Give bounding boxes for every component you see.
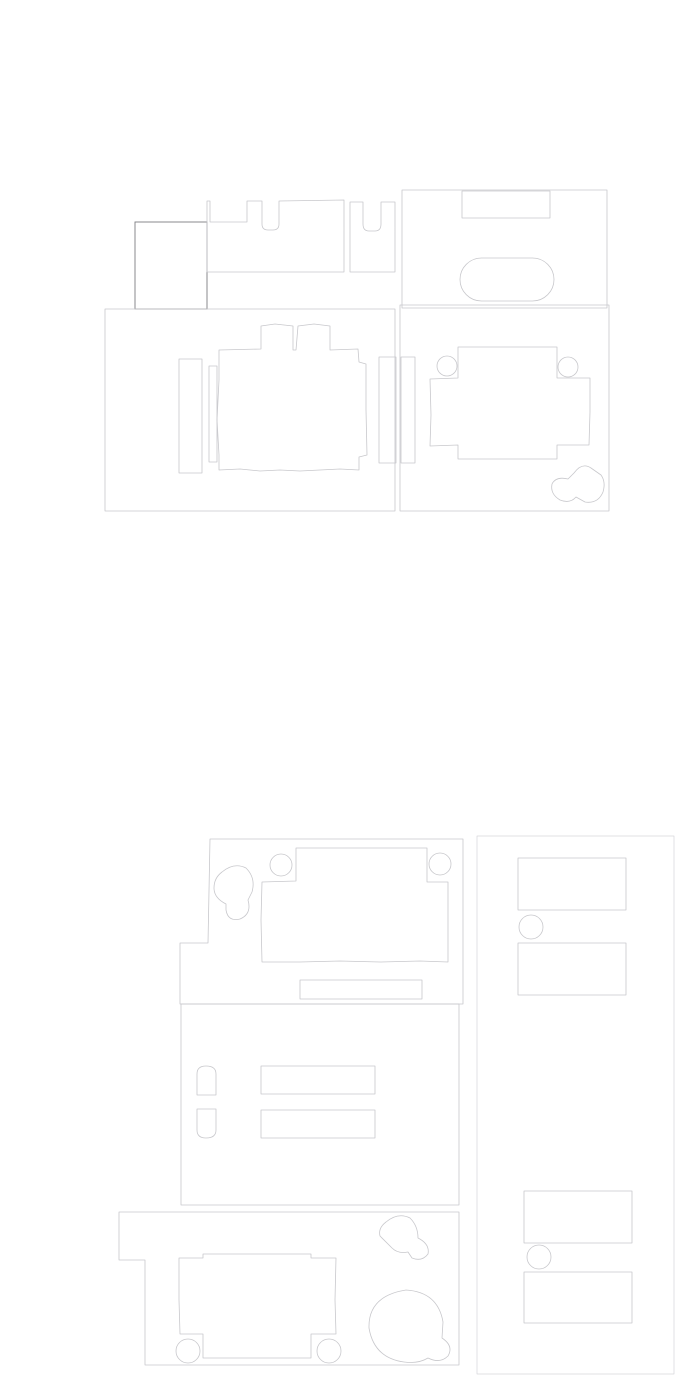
u-slot-panel bbox=[349, 201, 396, 273]
lower-top-hole-right bbox=[428, 852, 452, 876]
lower-bottom-blob-cutout bbox=[379, 1215, 429, 1260]
top-right-oval-slot bbox=[459, 257, 555, 302]
tall-right-hole-a bbox=[518, 914, 544, 940]
lower-bottom-board-cutout bbox=[178, 1253, 337, 1359]
tall-right-hole-b bbox=[526, 1244, 552, 1270]
lower-top-board bbox=[179, 838, 464, 1005]
lower-layout-group bbox=[118, 835, 675, 1375]
tall-right-window-d bbox=[523, 1271, 633, 1324]
lower-middle-window-b bbox=[260, 1109, 376, 1139]
right-board bbox=[399, 304, 610, 512]
lower-top-blob-cutout bbox=[213, 865, 254, 920]
top-right-window bbox=[461, 190, 551, 219]
upper-layout-group bbox=[104, 189, 610, 512]
tall-right-window-c bbox=[523, 1190, 633, 1244]
left-board-slot-a bbox=[178, 358, 203, 474]
lower-middle-window-a bbox=[260, 1065, 376, 1095]
lower-bottom-hole-right bbox=[316, 1338, 342, 1364]
lower-middle-pill-b bbox=[196, 1108, 217, 1139]
tall-right-window-a bbox=[517, 857, 627, 911]
lower-top-board-cutout bbox=[260, 847, 449, 963]
right-board-hole-right bbox=[557, 356, 579, 378]
left-board-cutout bbox=[216, 323, 368, 472]
right-board-slot bbox=[400, 356, 416, 464]
lower-top-slot bbox=[299, 979, 423, 1000]
lower-top-hole-left bbox=[269, 853, 293, 877]
left-board bbox=[104, 308, 396, 512]
left-board-slot-b bbox=[208, 365, 218, 463]
right-board-cutout bbox=[429, 346, 591, 460]
slotted-strip-panel bbox=[206, 199, 345, 273]
tall-right-window-b bbox=[517, 942, 627, 996]
tall-right-board bbox=[476, 835, 675, 1375]
top-right-panel bbox=[401, 189, 608, 309]
small-dark-panel bbox=[134, 221, 208, 310]
lower-middle-board bbox=[180, 1003, 460, 1206]
lower-middle-pill-a bbox=[196, 1065, 217, 1096]
right-board-hole-left bbox=[436, 355, 458, 377]
lower-bottom-board bbox=[118, 1211, 460, 1366]
lower-bottom-round-cutout bbox=[368, 1289, 451, 1363]
left-board-slot-c bbox=[378, 356, 397, 464]
lower-bottom-hole-left bbox=[175, 1338, 201, 1364]
right-board-blob-cutout bbox=[551, 465, 605, 503]
